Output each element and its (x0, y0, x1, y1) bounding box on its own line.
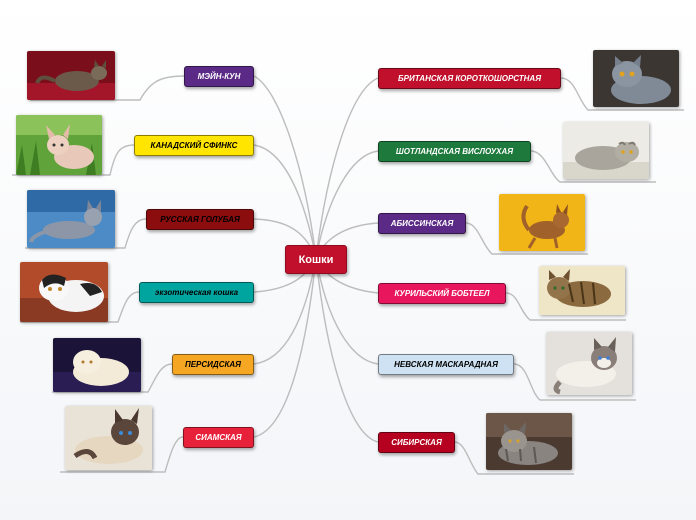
central-topic[interactable]: Кошки (285, 245, 347, 274)
russian-blue-cat-photo (27, 190, 115, 248)
image-connector-scottish (530, 150, 656, 183)
scottish-fold-cat-photo (563, 122, 649, 179)
topic-scottish-fold[interactable]: ШОТЛАНДСКАЯ ВИСЛОУХАЯ (378, 141, 531, 162)
image-connector-siberian (454, 441, 574, 475)
connector-british (315, 77, 379, 259)
image-connector-russian (25, 218, 147, 249)
topic-abyssinian[interactable]: АБИССИНСКАЯ (378, 213, 466, 234)
siamese-cat-photo (65, 406, 152, 470)
topic-maine-coon[interactable]: МЭЙН-КУН (184, 66, 254, 87)
kurilian-bobtail-cat-photo (539, 266, 625, 315)
topic-exotic-cat[interactable]: экзотическая кошка (139, 282, 254, 303)
image-connector-kurilian (505, 292, 626, 321)
image-connector-maine (30, 75, 185, 101)
topic-neva-masquerade[interactable]: НЕВСКАЯ МАСКАРАДНАЯ (378, 354, 514, 375)
exotic-cat-photo (20, 262, 108, 322)
persian-cat-photo (53, 338, 141, 392)
siberian-cat-photo (486, 413, 572, 470)
topic-canadian-sphynx[interactable]: КАНАДСКИЙ СФИНКС (134, 135, 254, 156)
sphynx-cat-photo (16, 115, 102, 175)
image-connector-sphynx (12, 144, 135, 176)
image-connector-neva (513, 363, 636, 401)
topic-siberian[interactable]: СИБИРСКАЯ (378, 432, 455, 453)
connector-neva (315, 257, 379, 365)
abyssinian-cat-photo (499, 194, 585, 251)
british-shorthair-cat-photo (593, 50, 679, 107)
topic-russian-blue[interactable]: РУССКАЯ ГОЛУБАЯ (146, 209, 254, 230)
neva-masquerade-cat-photo (546, 332, 632, 395)
image-connector-exotic (20, 291, 140, 323)
connector-maine (253, 75, 317, 259)
topic-kurilian-bobtail[interactable]: КУРИЛЬСКИЙ БОБТЕЕЛ (378, 283, 506, 304)
connector-sphynx (253, 144, 317, 259)
topic-siamese[interactable]: СИАМСКАЯ (183, 427, 254, 448)
image-connector-abyssinian (465, 222, 588, 255)
maine-coon-cat-photo (27, 51, 115, 100)
image-connector-siamese (60, 436, 184, 473)
image-connector-british (560, 77, 684, 111)
connector-siberian (315, 257, 379, 443)
topic-british-shorthair[interactable]: БРИТАНСКАЯ КОРОТКОШОРСТНАЯ (378, 68, 561, 89)
image-connector-persian (52, 363, 173, 393)
connector-scottish (315, 150, 379, 259)
connector-persian (253, 257, 317, 365)
topic-persian[interactable]: ПЕРСИДСКАЯ (172, 354, 254, 375)
connector-siamese (253, 257, 317, 438)
